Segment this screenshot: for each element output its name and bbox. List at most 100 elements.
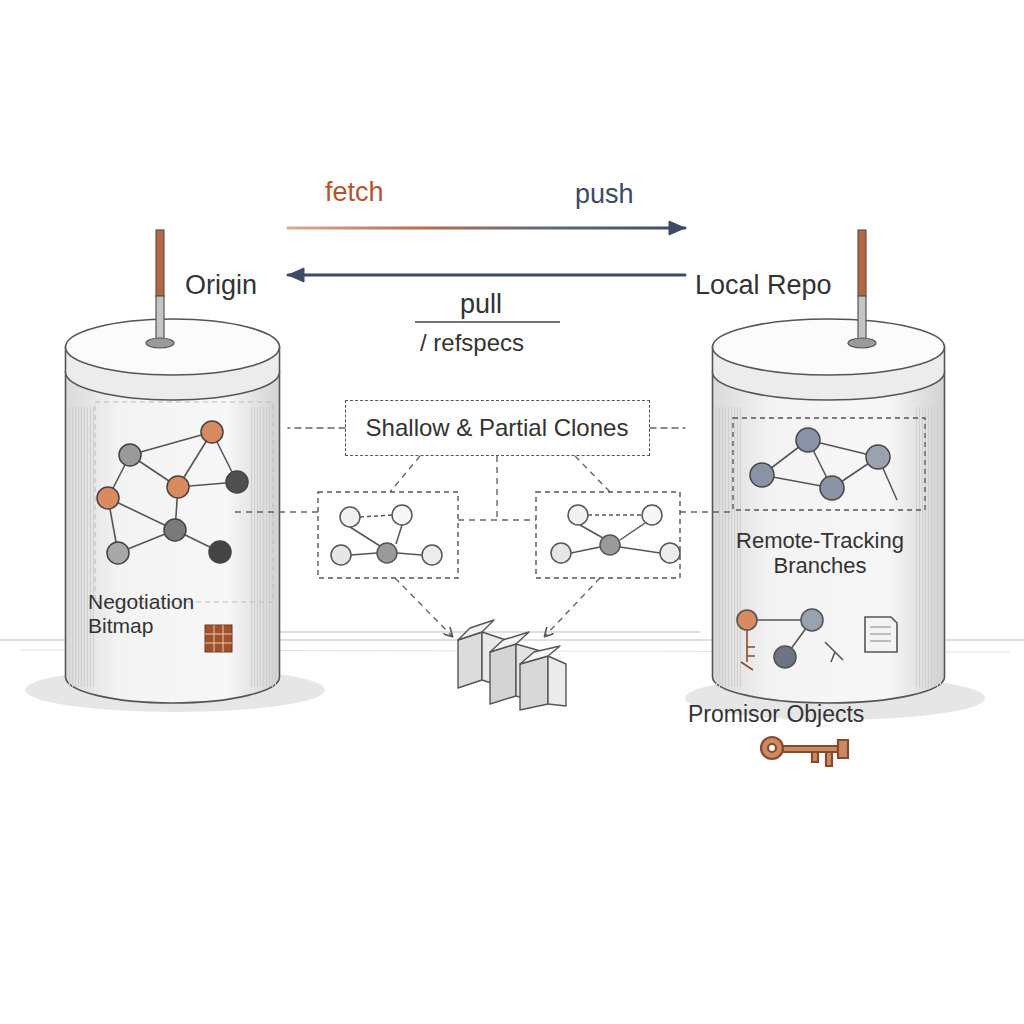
flow-arrow	[288, 268, 685, 282]
cylinder-shape	[725, 407, 726, 687]
mini-commit-node	[551, 543, 571, 563]
commit-graph	[119, 444, 141, 466]
operation-label: / refspecs	[420, 330, 524, 356]
cylinder-shape	[928, 407, 929, 687]
connector-lines	[458, 519, 536, 520]
arrow-line	[288, 274, 685, 277]
connector-lines	[575, 456, 610, 492]
cylinder-shape	[713, 372, 945, 703]
antenna-rod	[858, 296, 866, 342]
arrow-line	[288, 227, 685, 230]
node-title: Local Repo	[695, 270, 855, 301]
antenna-rod	[156, 296, 164, 342]
commit-graph	[201, 421, 223, 443]
cylinder-shape	[78, 407, 79, 687]
mini-commit-graph	[620, 523, 645, 540]
packfile-boxes	[458, 620, 494, 640]
commit-graph	[97, 421, 248, 564]
cylinder-shape	[70, 407, 276, 687]
cylinder-shape	[919, 407, 920, 687]
clone-subset-box	[318, 492, 458, 578]
branch-icons	[737, 610, 757, 630]
edge-label: fetch	[325, 178, 384, 208]
cylinder-shape	[717, 407, 941, 687]
mini-commit-graph	[397, 553, 422, 555]
promisor-key	[761, 737, 848, 766]
box-label: Shallow & Partial Clones	[346, 414, 648, 442]
cylinder-shape	[84, 407, 85, 687]
cylinder-shape	[713, 319, 945, 703]
cylinder-shape	[260, 407, 261, 687]
commit-graph	[164, 519, 186, 541]
mini-commit-node	[331, 545, 351, 565]
cylinder-shape	[66, 372, 280, 703]
commit-graph	[226, 471, 248, 493]
cylinder-shape	[931, 407, 932, 687]
branch-icons	[801, 609, 823, 631]
promisor-key	[812, 752, 818, 762]
packfile-boxes	[520, 646, 560, 664]
cylinder-shape	[731, 407, 732, 687]
cylinder-shape	[728, 407, 729, 687]
cylinder-shape	[716, 407, 717, 687]
bitmap-grid	[205, 643, 232, 644]
node-title: Origin	[185, 270, 285, 301]
branch-icons	[741, 630, 755, 670]
antenna-rod	[848, 338, 876, 348]
label-rule	[415, 321, 560, 323]
cylinder-shape	[90, 407, 91, 687]
mini-commit-graph	[350, 515, 660, 555]
operation-label: push	[575, 180, 634, 210]
edge-label: pull	[460, 290, 502, 320]
connector-lines	[395, 578, 452, 636]
flow-arrow	[288, 221, 685, 235]
packfile-boxes	[490, 632, 529, 652]
cylinder-shape	[734, 407, 735, 687]
label-rule	[415, 322, 560, 323]
promisor-key	[761, 737, 783, 759]
cylinder-shape	[81, 407, 82, 687]
cylinder-shape	[925, 407, 926, 687]
cylinder-shape	[937, 407, 938, 687]
mini-commit-node	[422, 545, 442, 565]
packfile-boxes	[516, 644, 544, 704]
bitmap-grid	[214, 625, 215, 652]
packfile-boxes	[482, 632, 506, 688]
cylinder-shape	[75, 407, 76, 687]
commit-graph	[820, 476, 844, 500]
cylinder-shape	[87, 407, 88, 687]
graph-frame	[733, 418, 925, 510]
connector-lines	[235, 456, 735, 636]
cylinder-shape	[266, 407, 267, 687]
mini-commit-graph	[580, 525, 603, 538]
mini-commit-graph	[620, 547, 660, 553]
commit-graph	[107, 542, 129, 564]
graph-frame	[95, 402, 273, 602]
cylinder-shape	[934, 407, 935, 687]
commit-graph	[97, 487, 119, 509]
packfile-boxes	[520, 656, 548, 710]
branch-icons	[737, 609, 897, 670]
arrow-line	[650, 427, 685, 428]
object-label: Promisor Objects	[688, 702, 864, 727]
cylinder-shape	[713, 319, 945, 375]
cylinder-shape	[722, 407, 723, 687]
antenna-rod	[146, 338, 174, 348]
branch-icons	[865, 617, 897, 652]
branch-icons	[825, 642, 843, 662]
dashed-group-box: Shallow & Partial Clones	[345, 400, 650, 456]
cylinder-shape	[254, 407, 255, 687]
commit-graph	[750, 428, 890, 500]
branch-icons	[774, 646, 796, 668]
antenna-rod	[156, 230, 164, 296]
bitmap-grid	[205, 634, 232, 635]
commit-graph	[209, 541, 231, 563]
flow-arrow	[288, 428, 345, 429]
cylinder-shape	[69, 407, 70, 687]
promisor-key	[838, 740, 848, 758]
mini-commit-node	[392, 505, 412, 525]
ground-shadow	[280, 631, 700, 632]
mini-commit-node	[377, 543, 397, 563]
cylinder-shape	[251, 407, 252, 687]
